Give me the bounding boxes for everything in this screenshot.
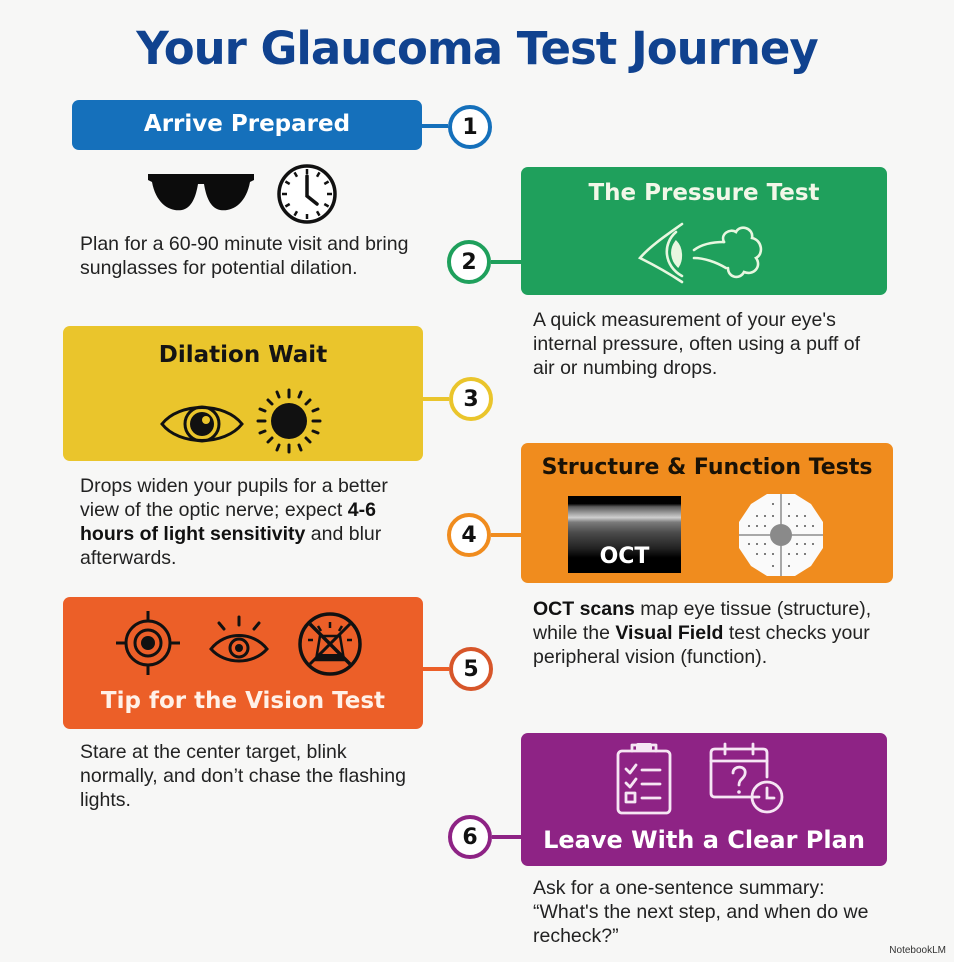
step-3-title: Dilation Wait [158, 342, 328, 368]
no-flashing-light-icon [298, 612, 362, 676]
step-5-title: Tip for the Vision Test [100, 688, 386, 714]
notebooklm-watermark: NotebookLM [889, 945, 946, 956]
checklist-clipboard-icon [616, 743, 672, 815]
step-4-title: Structure & Function Tests [541, 455, 873, 480]
target-icon [116, 611, 180, 675]
step-4-description: OCT scans map eye tissue (structure), wh… [533, 598, 872, 668]
step-1-title: Arrive Prepared [143, 111, 351, 137]
step-2-badge: 2 [447, 240, 491, 284]
sunglasses-icon [148, 174, 254, 211]
oct-label: OCT [599, 544, 650, 569]
step-2-header: The Pressure Test [521, 167, 887, 295]
step-5-badge: 5 [449, 647, 493, 691]
step-5-connector [423, 667, 449, 671]
step-1-connector [422, 124, 448, 128]
eye-icon [160, 405, 244, 443]
eye-air-puff-icon [637, 222, 763, 284]
calendar-question-clock-icon [709, 742, 784, 814]
step-2-title: The Pressure Test [588, 180, 820, 206]
step-3-header: Dilation Wait [63, 326, 423, 461]
step-4-badge: 4 [447, 513, 491, 557]
clock-icon [277, 164, 337, 224]
step-5-header: Tip for the Vision Test [63, 597, 423, 729]
step-6-header: Leave With a Clear Plan [521, 733, 887, 866]
step-1-description: Plan for a 60-90 minute visit and bring … [80, 233, 409, 279]
step-1-header: Arrive Prepared [72, 100, 422, 150]
step-1-badge: 1 [448, 105, 492, 149]
step-5-description: Stare at the center target, blink normal… [80, 741, 406, 811]
step-2-connector [491, 260, 521, 264]
step-2-description: A quick measurement of your eye's intern… [533, 309, 861, 379]
visual-field-grid-icon [739, 494, 823, 576]
step-4-connector [491, 533, 521, 537]
step-3-connector [423, 397, 449, 401]
blinking-eye-icon [209, 615, 269, 663]
sun-icon [256, 388, 322, 454]
step-3-description: Drops widen your pupils for a better vie… [80, 475, 388, 569]
step-6-title: Leave With a Clear Plan [543, 826, 865, 854]
oct-scan-image: OCT [568, 496, 681, 573]
step-4-header: Structure & Function Tests OCT [521, 443, 893, 583]
step-3-badge: 3 [449, 377, 493, 421]
step-6-badge: 6 [448, 815, 492, 859]
page-title: Your Glaucoma Test Journey [136, 22, 819, 75]
step-6-description: Ask for a one-sentence summary: “What's … [533, 877, 869, 947]
step-6-connector [492, 835, 521, 839]
